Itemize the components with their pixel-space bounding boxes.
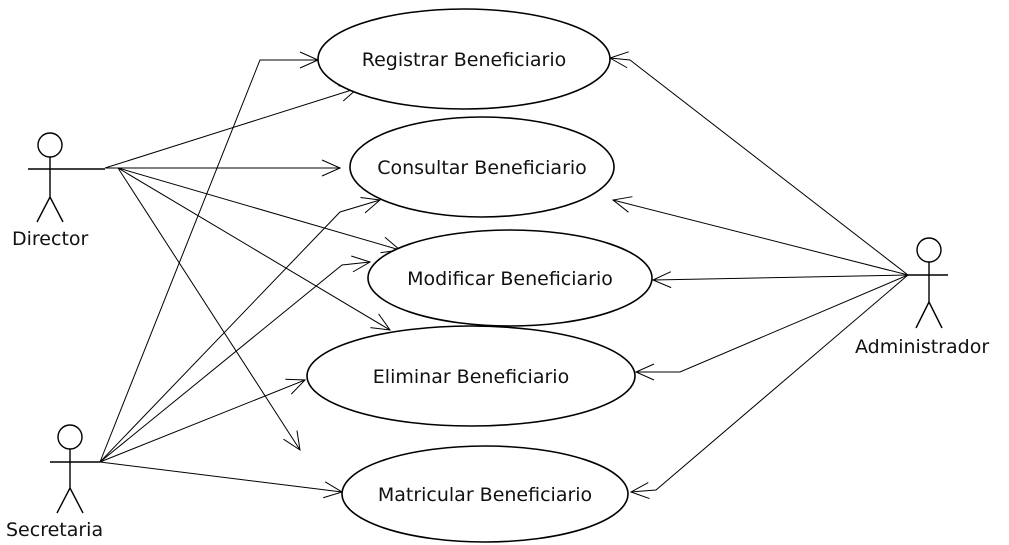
associations <box>99 58 909 492</box>
actor-secretaria[interactable]: Secretaria <box>6 424 103 541</box>
actor-label: Administrador <box>855 336 989 358</box>
use-case-label: Eliminar Beneficiario <box>373 366 569 388</box>
association-director-modificar <box>117 167 400 250</box>
association-secretaria-matricular <box>99 461 342 492</box>
association-secretaria-modificar <box>99 262 370 463</box>
actor-director[interactable]: Director <box>12 132 105 250</box>
use-case-label: Consultar Beneficiario <box>377 157 587 179</box>
association-administrador-eliminar <box>636 274 909 372</box>
association-director-registrar <box>104 88 358 169</box>
use-case-label: Registrar Beneficiario <box>362 49 567 71</box>
use-case-label: Matricular Beneficiario <box>378 484 592 506</box>
association-administrador-matricular <box>631 274 909 492</box>
stick-figure-icon <box>50 424 100 514</box>
use-case-modificar[interactable]: Modificar Beneficiario <box>367 229 653 327</box>
association-director-eliminar <box>117 167 390 330</box>
association-administrador-registrar <box>610 58 909 276</box>
use-case-matricular[interactable]: Matricular Beneficiario <box>341 445 629 543</box>
use-case-label: Modificar Beneficiario <box>407 268 613 290</box>
association-secretaria-consultar <box>99 200 380 463</box>
actor-administrador[interactable]: Administrador <box>855 237 989 358</box>
stick-figure-icon <box>908 237 948 329</box>
association-secretaria-eliminar <box>99 380 305 463</box>
use-case-registrar[interactable]: Registrar Beneficiario <box>317 8 611 110</box>
use-case-eliminar[interactable]: Eliminar Beneficiario <box>306 325 636 427</box>
stick-figure-icon <box>28 132 105 223</box>
association-director-matricular <box>117 167 300 450</box>
use-case-consultar[interactable]: Consultar Beneficiario <box>349 116 615 218</box>
association-administrador-modificar <box>653 275 909 280</box>
association-administrador-consultar <box>613 200 909 276</box>
association-secretaria-registrar <box>99 60 318 463</box>
actor-label: Director <box>12 228 89 250</box>
actor-label: Secretaria <box>6 519 103 541</box>
